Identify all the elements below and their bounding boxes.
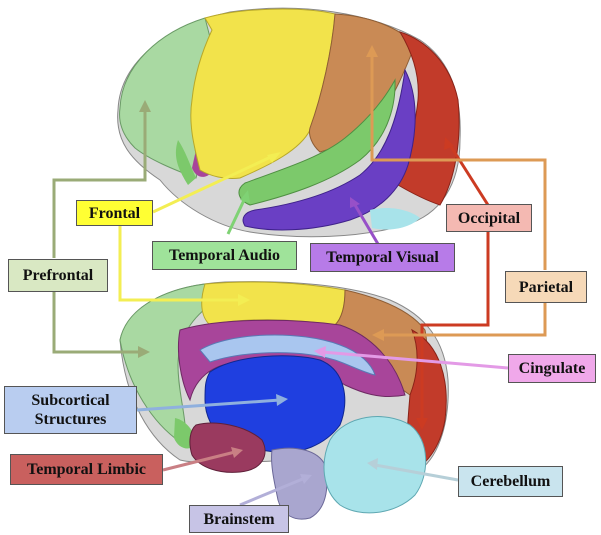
arrowhead-cingulate xyxy=(314,346,326,358)
temporal-limbic-connector xyxy=(162,450,236,472)
label-occipital-text: Occipital xyxy=(457,209,521,227)
arrowhead-parietal-top xyxy=(366,45,378,57)
cerebellum-connector xyxy=(374,463,459,482)
arrowhead-subcortical xyxy=(276,394,288,406)
lateral-brain-view xyxy=(117,7,461,238)
label-frontal-text: Frontal xyxy=(88,204,141,222)
lateral-cerebellum-region xyxy=(370,207,420,230)
lateral-occipital-region xyxy=(397,31,460,206)
arrowhead-frontal-bottom xyxy=(238,294,250,306)
label-cingulate: Cingulate xyxy=(508,354,596,383)
label-temporal-limbic-text: Temporal Limbic xyxy=(27,461,146,478)
arrowhead-brainstem xyxy=(300,474,312,484)
arrowhead-occipital-top xyxy=(444,137,454,150)
temporal-audio-connector xyxy=(226,197,247,235)
label-prefrontal-text: Prefrontal xyxy=(22,267,94,284)
arrowhead-parietal-bottom xyxy=(372,329,384,341)
medial-corpus-callosum xyxy=(199,334,376,376)
parietal-connector-bottom xyxy=(382,300,547,337)
arrowhead-frontal-top xyxy=(267,152,281,163)
label-cingulate-text: Cingulate xyxy=(518,360,586,377)
connector-lines xyxy=(52,55,547,507)
label-subcortical-line2: Structures xyxy=(34,411,107,428)
medial-frontal-region xyxy=(201,281,346,326)
label-prefrontal: Prefrontal xyxy=(8,259,108,292)
label-frontal: Frontal xyxy=(76,200,153,226)
label-occipital: Occipital xyxy=(446,204,532,232)
prefrontal-connector-bottom xyxy=(52,292,140,354)
label-cerebellum: Cerebellum xyxy=(458,466,563,497)
label-brainstem: Brainstem xyxy=(189,505,289,533)
arrowhead-temporal-limbic xyxy=(231,447,243,458)
label-subcortical-structures: Subcortical Structures xyxy=(4,386,137,434)
brainstem-connector xyxy=(239,476,306,507)
label-temporal-audio: Temporal Audio xyxy=(152,241,297,270)
label-cerebellum-text: Cerebellum xyxy=(470,473,551,490)
lateral-temporal-audio-region xyxy=(238,78,396,206)
label-parietal: Parietal xyxy=(505,271,587,303)
medial-prefrontal-region xyxy=(119,283,211,446)
arrowhead-prefrontal-bottom xyxy=(138,346,150,358)
frontal-connector-bottom xyxy=(118,222,240,302)
occipital-connector-top xyxy=(448,144,490,206)
lateral-temporal-visual-region xyxy=(242,68,416,231)
occipital-connector-bottom xyxy=(420,226,490,420)
prefrontal-connector-top xyxy=(52,110,147,258)
arrowhead-occipital-bottom xyxy=(416,418,428,430)
label-temporal-visual: Temporal Visual xyxy=(310,243,455,272)
label-parietal-text: Parietal xyxy=(518,278,574,296)
frontal-connector-top xyxy=(152,153,276,214)
label-subcortical-line1: Subcortical xyxy=(31,392,110,409)
label-temporal-audio-text: Temporal Audio xyxy=(169,247,280,264)
subcortical-connector xyxy=(136,398,281,412)
lateral-frontal-region xyxy=(190,8,336,179)
arrowhead-temporal-audio xyxy=(240,190,250,203)
label-brainstem-text: Brainstem xyxy=(203,510,275,528)
arrowhead-cerebellum xyxy=(367,458,378,470)
arrowhead-temporal-visual xyxy=(350,197,360,208)
lateral-green-patch xyxy=(175,140,196,185)
medial-brainstem-region xyxy=(271,447,328,520)
parietal-connector-top xyxy=(370,55,547,270)
label-temporal-limbic: Temporal Limbic xyxy=(10,454,163,485)
medial-brain-view xyxy=(119,281,449,520)
cingulate-connector xyxy=(321,350,509,370)
arrowheads xyxy=(138,45,454,484)
label-temporal-visual-text: Temporal Visual xyxy=(326,249,439,266)
arrowhead-prefrontal-top xyxy=(139,100,151,112)
temporal-visual-connector xyxy=(353,204,380,245)
